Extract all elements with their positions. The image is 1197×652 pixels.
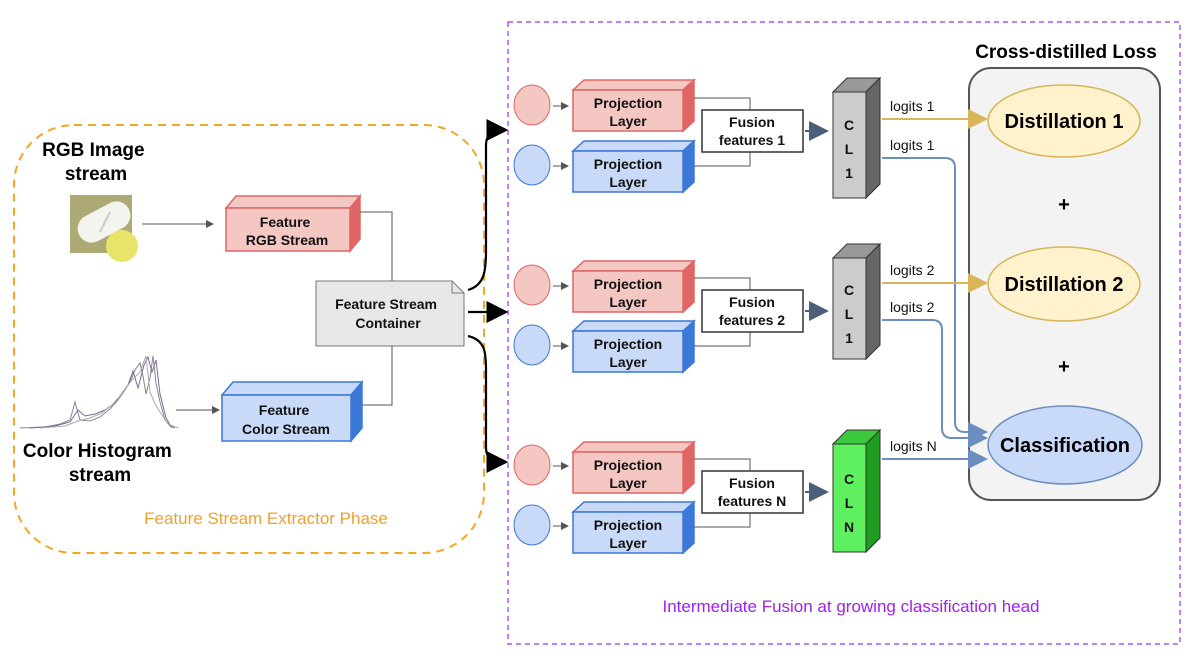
head2-red-circle [513,264,551,306]
logits2-label-b: logits 2 [890,299,935,315]
head2-proj-connector-bottom [694,332,751,347]
classification-label: Classification [1000,435,1130,457]
logits1-label-a: logits 1 [890,98,935,114]
svg-text:CLN: CLN [844,471,854,535]
svg-text:CL1: CL1 [844,282,854,346]
logits2-class-arrow [882,319,988,448]
logits1-class-arrow [882,157,988,442]
head1-proj-connector-bottom [694,152,751,167]
distillation-2-label: Distillation 2 [1005,274,1124,296]
classification-node [987,405,1143,485]
fusion-head-region [507,21,1181,645]
logitsN-label: logits N [890,438,937,454]
logits1-label-b: logits 1 [890,137,935,153]
headN-red-circle [513,444,551,486]
feature-color-stream-box: Feature Color Stream [220,379,364,444]
extractor-phase-label: Feature Stream Extractor Phase [144,509,388,528]
logits2-label-a: logits 2 [890,262,935,278]
svg-text:Feature RGB Stream: Feature RGB Stream [246,214,328,248]
head2-proj-connector-top [694,277,751,290]
plus-1: + [1058,194,1070,216]
fusion-head-label: Intermediate Fusion at growing classific… [662,597,1039,616]
container-to-head1-arrow [467,119,509,292]
color-histogram-image [19,355,179,429]
head2-blue-circle [513,324,551,366]
headN-proj-connector-top [694,458,751,471]
plus-2: + [1058,356,1070,378]
distillation-1-node [987,84,1141,158]
svg-text:Feature Color Stream: Feature Color Stream [242,402,330,437]
head1-proj-connector-top [694,97,751,110]
loss-title: Cross-distilled Loss [975,42,1157,63]
container-to-headN-arrow [467,334,509,473]
color-feature-connector [362,346,393,406]
distillation-1-label: Distillation 1 [1005,111,1124,133]
feature-rgb-stream-box: Feature RGB Stream [224,193,362,254]
head1-blue-circle [513,144,551,186]
head1-red-circle [513,84,551,126]
feature-stream-container: Feature Stream Container [315,280,465,347]
rgb-stream-title: RGB Image stream [42,140,150,185]
distillation-2-node [987,246,1141,322]
headN-proj-connector-bottom [694,513,751,528]
hist-stream-title: Color Histogram stream [23,441,177,486]
svg-text:CL1: CL1 [844,117,854,181]
rgb-image-thumbnail [70,195,138,262]
rgb-feature-connector [360,211,393,281]
headN-blue-circle [513,504,551,546]
svg-text:Feature Stream Container: Feature Stream Container [335,296,441,331]
extractor-phase-region [13,124,485,554]
